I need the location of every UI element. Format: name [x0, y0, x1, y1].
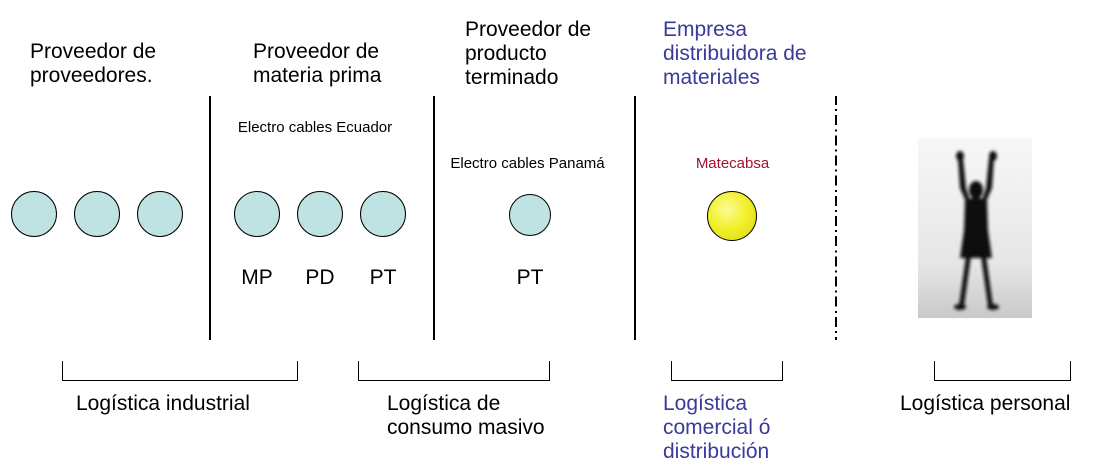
bracket-logistica-comercial	[671, 361, 783, 381]
matecabsa-circle	[707, 191, 757, 241]
header-proveedor-de-proveedores: Proveedor de proveedores.	[30, 40, 157, 87]
separator-line	[433, 96, 435, 340]
pd-circle	[297, 191, 343, 237]
label-pt: PT	[369, 266, 397, 289]
mp-circle	[234, 191, 280, 237]
person-silhouette-icon	[954, 151, 999, 310]
bracket-logistica-personal	[934, 361, 1071, 381]
label-logistica-personal: Logística personal	[900, 392, 1071, 415]
pt-circle-panama	[509, 194, 551, 236]
label-logistica-comercial: Logística comercial ó distribución	[663, 392, 771, 463]
header-empresa-distribuidora: Empresa distribuidora de materiales	[663, 18, 807, 89]
label-logistica-consumo: Logística de consumo masivo	[387, 392, 545, 439]
bracket-logistica-consumo	[358, 361, 550, 381]
person-photo	[918, 138, 1032, 318]
separator-line	[634, 96, 636, 340]
label-mp: MP	[241, 266, 273, 289]
pt-circle	[360, 191, 406, 237]
dashed-separator-line	[835, 96, 837, 340]
supplier-circle	[11, 191, 57, 237]
bracket-logistica-industrial	[62, 361, 298, 381]
separator-line	[209, 96, 211, 340]
supplier-circle	[74, 191, 120, 237]
header-proveedor-materia-prima: Proveedor de materia prima	[253, 40, 382, 87]
entity-electro-cables-ecuador: Electro cables Ecuador	[237, 119, 393, 136]
header-proveedor-producto-terminado: Proveedor de producto terminado	[465, 18, 592, 89]
supplier-circle	[137, 191, 183, 237]
label-pt-panama: PT	[516, 266, 544, 289]
label-logistica-industrial: Logística industrial	[76, 392, 250, 415]
entity-matecabsa: Matecabsa	[695, 155, 770, 172]
label-pd: PD	[305, 266, 335, 289]
entity-electro-cables-panama: Electro cables Panamá	[450, 155, 605, 172]
